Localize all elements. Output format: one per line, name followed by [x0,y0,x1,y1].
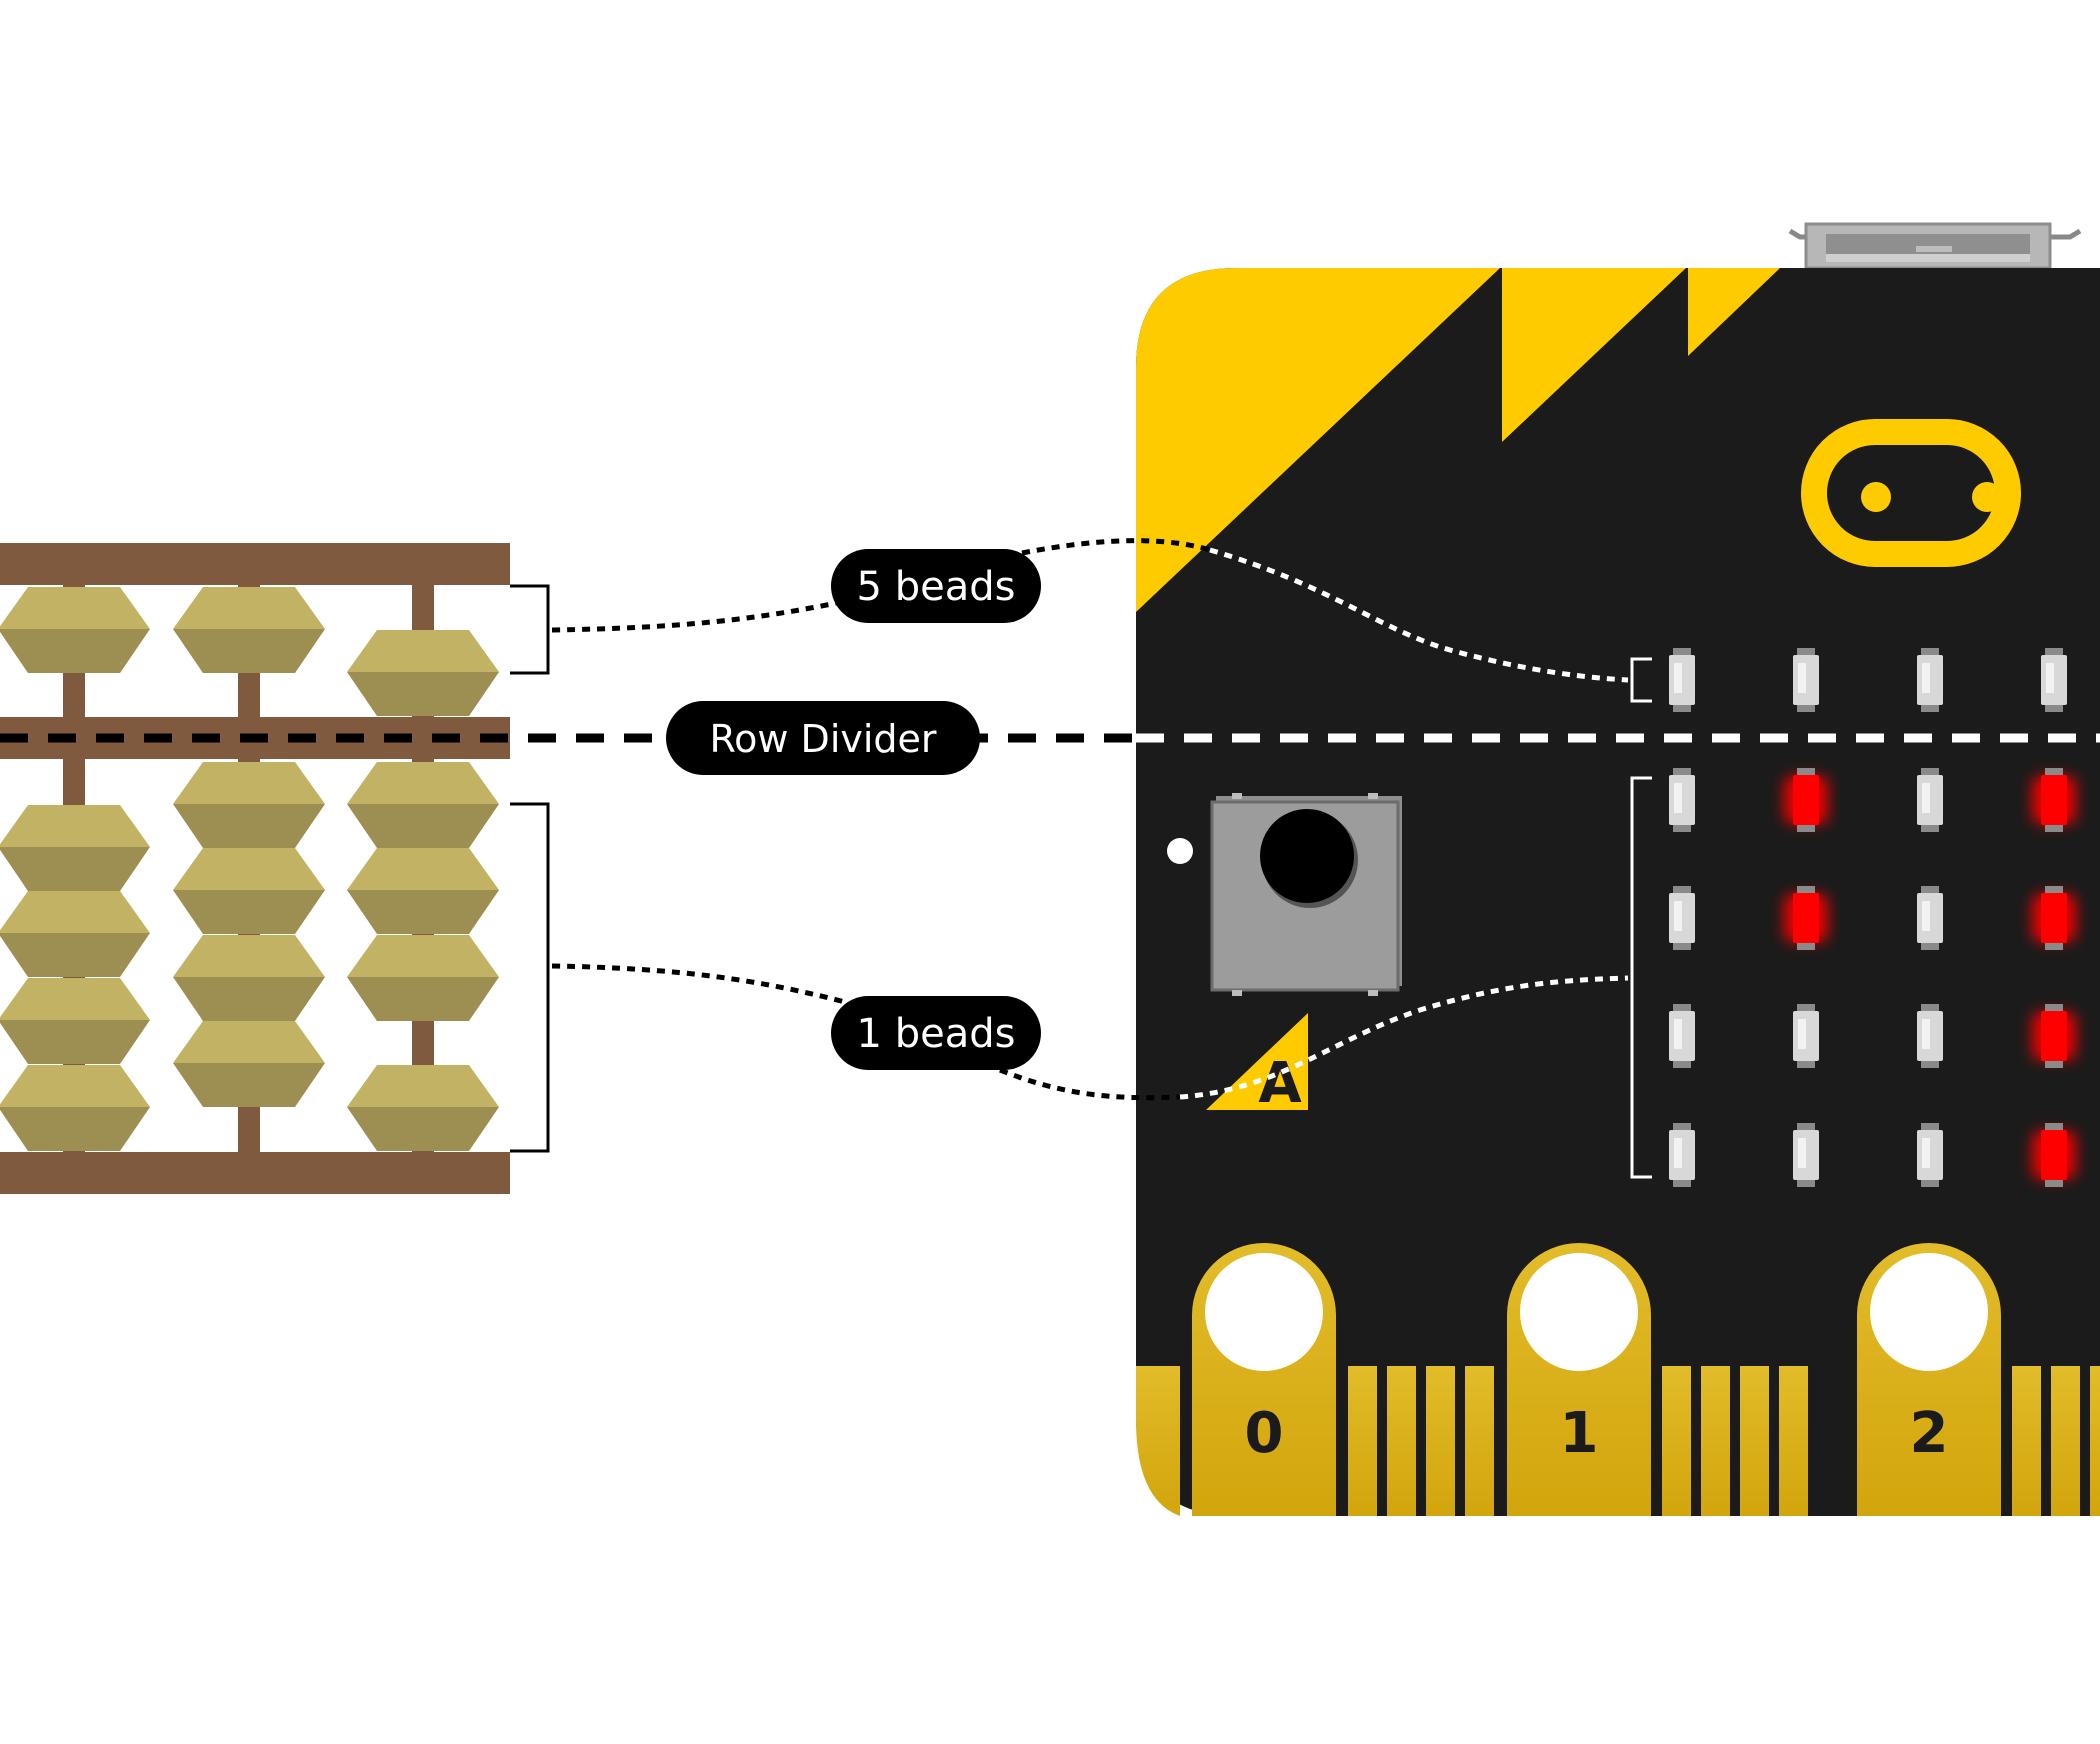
led-off [2041,648,2067,712]
led-on [1784,886,1828,950]
abacus-bead [173,587,325,673]
upper-bracket [510,584,550,675]
edge-stripe [1465,1366,1494,1516]
button-a-label: A [1206,1013,1308,1116]
pin-label: 1 [1560,1401,1599,1466]
pin-pads: 0 1 2 [1192,1243,2001,1516]
edge-stripe [1426,1366,1455,1516]
abacus-bottom-bar [0,1152,510,1194]
face-logo [1801,419,2021,567]
led-off [1669,648,1695,712]
connector-lower-left [551,963,846,1005]
led-matrix [1669,648,2076,1187]
abacus-bead [0,978,150,1064]
connector-lower-right [999,1067,1181,1101]
edge-stripe [2051,1366,2080,1516]
edge-stripe [1740,1366,1769,1516]
edge-stripes [1348,1366,2100,1516]
abacus-bead [0,1065,150,1151]
abacus-top-bar [0,543,510,585]
yellow-corner-graphic [1136,268,1500,612]
label-lower-beads: 1 beads [831,996,1041,1070]
led-off [1793,1123,1819,1187]
led-top-bracket [1630,657,1652,703]
edge-stripe [2090,1366,2100,1516]
abacus-bead [347,1065,499,1151]
abacus-bead [347,630,499,716]
led-off [1917,648,1943,712]
button-a[interactable] [1167,793,1402,996]
led-off [1669,1004,1695,1068]
abacus-bead [0,805,150,891]
abacus-bead [347,848,499,934]
led-on [2032,1123,2076,1187]
connector-lower-right-white [1179,975,1629,1100]
connector-upper-right [1021,538,1211,556]
abacus-beads [0,587,499,1151]
led-on [1784,768,1828,832]
abacus-bead [173,848,325,934]
abacus-bead [0,891,150,977]
label-upper-beads: 5 beads [831,549,1041,623]
abacus-bead [173,762,325,848]
edge-stripe [1779,1366,1808,1516]
label-lower-beads-text: 1 beads [857,1011,1016,1057]
abacus-bead [347,762,499,848]
label-upper-beads-text: 5 beads [857,564,1016,610]
yellow-stripe [1688,268,1780,356]
led-off [1917,1004,1943,1068]
led-off [1917,768,1943,832]
led-on [2032,768,2076,832]
led-off [1669,1123,1695,1187]
button-a-letter: A [1258,1051,1302,1116]
board-body [1136,268,2100,1516]
connector-upper-left [551,595,861,633]
led-on [2032,886,2076,950]
abacus-bead [347,935,499,1021]
edge-stripe [1662,1366,1691,1516]
led-off [1917,886,1943,950]
pin-1[interactable]: 1 [1507,1243,1651,1516]
abacus [0,543,510,1194]
edge-stripe [1348,1366,1377,1516]
pin-label: 2 [1910,1401,1949,1466]
abacus-bead [0,587,150,673]
label-row-divider: Row Divider [666,701,980,775]
label-row-divider-text: Row Divider [709,717,936,761]
pin-0[interactable]: 0 [1192,1243,1336,1516]
edge-stripe [1387,1366,1416,1516]
pin-2[interactable]: 2 [1857,1243,2001,1516]
button-hole [1167,838,1193,864]
edge-stripe [1701,1366,1730,1516]
led-off [1669,886,1695,950]
lower-bracket [510,802,550,1153]
yellow-stripe [1502,268,1686,442]
led-off [1793,1004,1819,1068]
abacus-bead [173,1021,325,1107]
pin-label: 0 [1245,1401,1284,1466]
microbit-board: A 0 1 2 [1136,222,2100,1516]
annotation-lines [0,538,2100,1179]
abacus-bead [173,935,325,1021]
led-off [1917,1123,1943,1187]
edge-stripe [2012,1366,2041,1516]
led-off [1793,648,1819,712]
led-bottom-bracket [1630,776,1652,1179]
usb-connector [1788,222,2082,270]
led-off [1669,768,1695,832]
connector-upper-right-white [1209,547,1629,683]
led-on [2032,1004,2076,1068]
edge-connector: 0 1 2 [1136,1243,2100,1516]
